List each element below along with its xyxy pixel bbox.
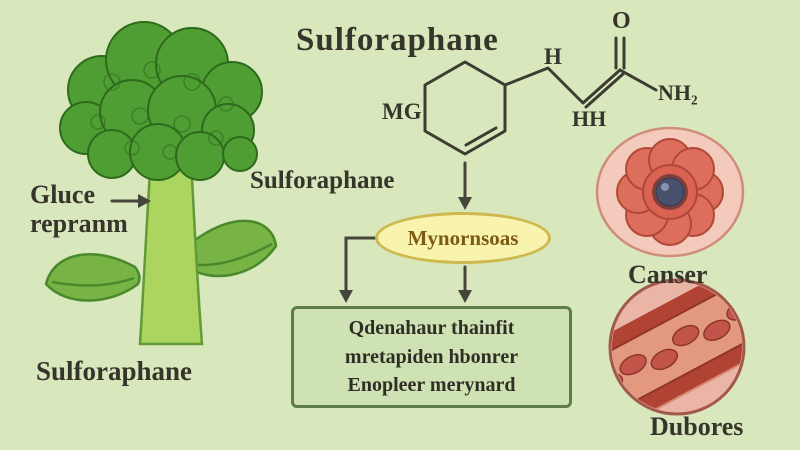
- page-title: Sulforaphane: [296, 22, 499, 58]
- effects-box: Qdenahaur thainfit mretapiden hbonrer En…: [291, 306, 572, 408]
- ring-double-bond: [464, 126, 498, 147]
- arrowhead: [458, 290, 472, 303]
- molecule-chain: [503, 66, 622, 105]
- effects-line-3: Enopleer merynard: [347, 374, 516, 397]
- arrowhead: [339, 290, 353, 303]
- arrow-oval-to-box-left: [344, 236, 379, 295]
- broccoli-illustration: [44, 21, 278, 346]
- molecule-label-o: O: [612, 8, 631, 34]
- cell-nucleus-highlight: [661, 183, 669, 191]
- sulforaphane-mid-label: Sulforaphane: [250, 167, 395, 194]
- glucoraphanin-label-line1: Gluce: [30, 180, 95, 209]
- arrowhead: [138, 194, 151, 208]
- blood-vessel-illustration: [589, 259, 765, 435]
- enzyme-oval: Mynornsoas: [375, 212, 551, 264]
- molecule-label-hh: HH: [572, 106, 607, 131]
- amide-bond: [618, 68, 658, 92]
- arrowhead: [458, 197, 472, 210]
- enzyme-oval-label: Mynornsoas: [407, 225, 519, 250]
- flow-arrows: [110, 161, 472, 303]
- molecule-label-mg: MG: [382, 99, 422, 124]
- effects-line-1: Qdenahaur thainfit: [348, 317, 515, 340]
- effects-line-2: mretapiden hbonrer: [344, 345, 519, 368]
- broccoli-leaf-left: [44, 253, 141, 302]
- benzene-ring: [423, 60, 507, 156]
- chain-double-bond: [584, 72, 625, 109]
- broccoli-florets: [90, 61, 234, 160]
- molecule-structure: [423, 36, 658, 156]
- blood-vessel-label: Dubores: [650, 412, 744, 441]
- cancer-cell-label: Canser: [628, 260, 708, 289]
- glucoraphanin-label: Gluce repranm: [30, 180, 128, 238]
- molecule-label-nh2: NH₂: [658, 80, 698, 105]
- broccoli-head: [59, 21, 263, 181]
- glucoraphanin-label-line2: repranm: [30, 209, 128, 239]
- broccoli-caption: Sulforaphane: [36, 356, 193, 386]
- cancer-cell-illustration: [595, 126, 745, 258]
- vessel-outline: [608, 278, 746, 416]
- molecule-label-h: H: [544, 44, 562, 69]
